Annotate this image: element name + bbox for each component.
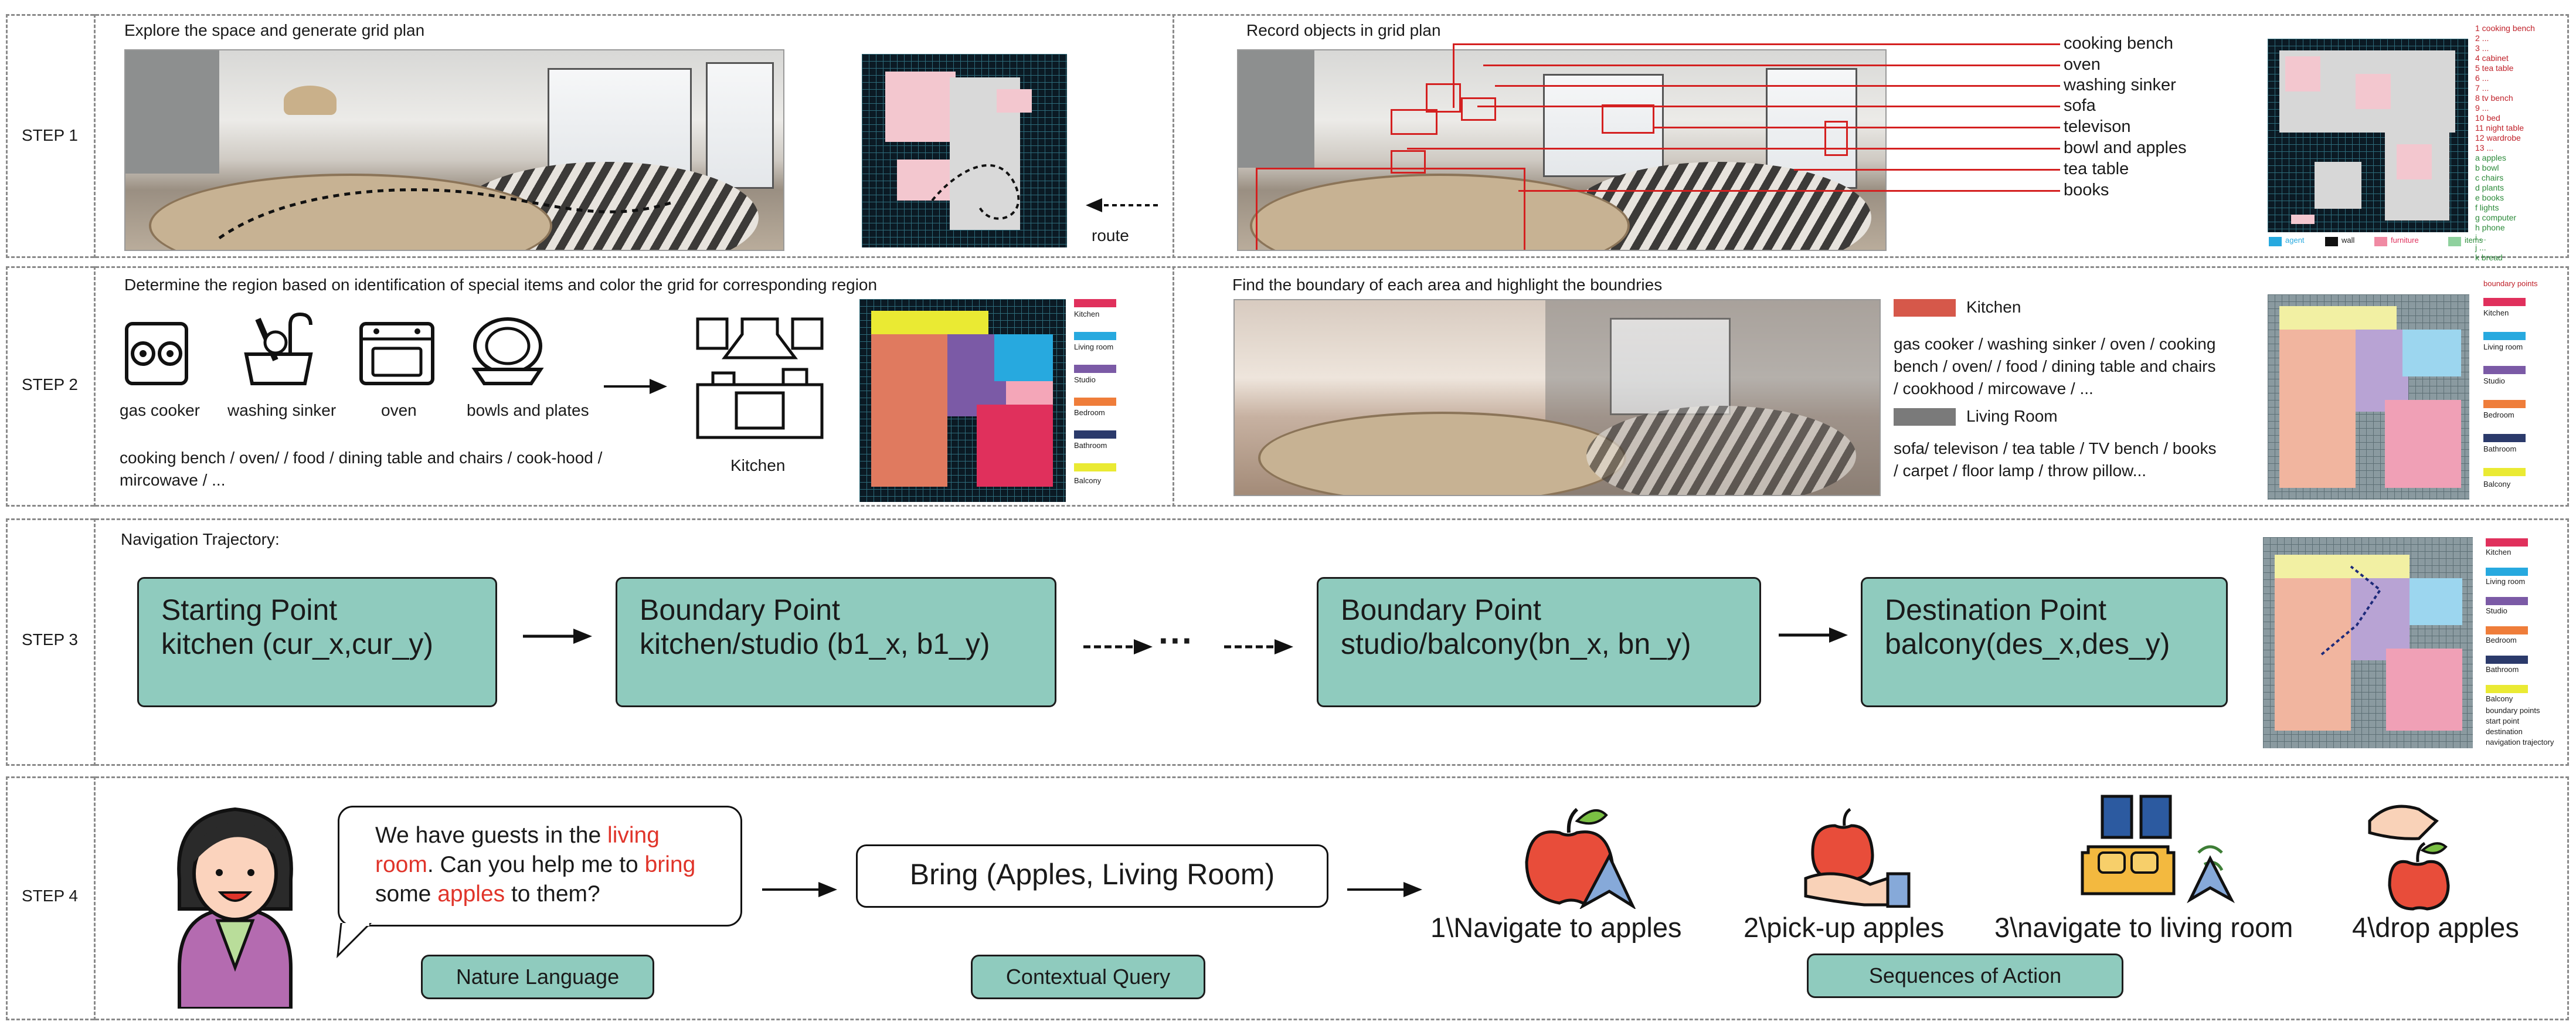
step4-arrow-2 — [1347, 882, 1422, 897]
oven-icon — [359, 322, 434, 385]
contextual-query-label: Contextual Query — [971, 955, 1205, 999]
sequences-of-action-label: Sequences of Action — [1807, 953, 2123, 998]
route-label: route — [1092, 226, 1129, 245]
step-col-divider-1 — [94, 14, 96, 258]
step1-mid-divider — [1173, 14, 1174, 258]
action-navigate-to-living-room: 3\navigate to living room — [1994, 912, 2293, 943]
step1-grid-plan — [862, 54, 1067, 247]
boundary-point-1-title: Boundary Point — [640, 593, 840, 626]
step-label-4: STEP 4 — [22, 887, 78, 905]
object-label-8: books — [2064, 181, 2109, 199]
boundary-point-node-1: Boundary Point kitchen/studio (b1_x, b1_… — [616, 577, 1056, 707]
action-drop-apples: 4\drop apples — [2352, 912, 2519, 943]
destination-point-node: Destination Point balcony(des_x,des_y) — [1861, 577, 2228, 707]
step2-mid-divider — [1173, 266, 1174, 507]
starting-point-node: Starting Point kitchen (cur_x,cur_y) — [137, 577, 497, 707]
washing-sinker-label: washing sinker — [227, 401, 337, 419]
step3-arrow-1 — [523, 629, 592, 644]
step1-row — [6, 14, 2569, 258]
kitchen-title: Kitchen — [1966, 298, 2021, 316]
action-navigate-to-apples: 1\Navigate to apples — [1430, 912, 1682, 943]
oven-label: oven — [381, 401, 417, 419]
step-col-divider-4 — [94, 776, 96, 1020]
step2-region-grid — [859, 299, 1066, 502]
living-room-sofa-icon — [2081, 795, 2235, 904]
action-pick-up-apples: 2\pick-up apples — [1744, 912, 1945, 943]
drop-apple-icon — [2368, 805, 2450, 911]
kitchen-icon — [696, 317, 824, 439]
object-label-4: sofa — [2064, 96, 2096, 115]
destination-point-coords: balcony(des_x,des_y) — [1885, 627, 2170, 660]
boundary-point-n-title: Boundary Point — [1341, 593, 1541, 626]
step1-object-grid-plan — [2268, 39, 2468, 232]
step3-dashed-arrow-a — [1083, 639, 1153, 654]
user-avatar-icon — [177, 807, 293, 1009]
step4-arrow-1 — [762, 882, 837, 897]
step3-ellipsis: ··· — [1158, 621, 1194, 660]
boundary-point-1-coords: kitchen/studio (b1_x, b1_y) — [640, 627, 990, 660]
step-label-1: STEP 1 — [22, 126, 78, 144]
destination-point-title: Destination Point — [1885, 593, 2107, 626]
object-label-1: cooking bench — [2064, 34, 2174, 53]
object-label-7: tea table — [2064, 160, 2129, 178]
boundary-point-node-n: Boundary Point studio/balcony(bn_x, bn_y… — [1317, 577, 1761, 707]
bowls-and-plates-label: bowls and plates — [467, 401, 589, 419]
speech-bubble-tail — [337, 923, 372, 958]
contextual-query-box — [856, 844, 1328, 908]
object-label-2: oven — [2064, 55, 2101, 74]
object-label-3: washing sinker — [2064, 76, 2176, 94]
pick-up-apple-icon — [1804, 808, 1911, 908]
step1-annotated-panorama — [1237, 49, 1887, 251]
contextual-query-text: Bring (Apples, Living Room) — [909, 858, 1275, 891]
apple-navigate-icon — [1525, 807, 1636, 909]
step2-boundary-grid — [2268, 294, 2469, 500]
nature-language-request: We have guests in the living room. Can y… — [375, 823, 696, 907]
object-label-6: bowl and apples — [2064, 138, 2187, 157]
step2-boundary-panorama — [1233, 299, 1881, 496]
step2-kitchen-items: cooking bench / oven/ / food / dining ta… — [120, 449, 603, 489]
step4-row — [6, 776, 2569, 1020]
boundary-point-n-coords: studio/balcony(bn_x, bn_y) — [1341, 627, 1691, 660]
step3-dashed-arrow-b — [1224, 639, 1293, 654]
kitchen-items: gas cooker / washing sinker / oven / coo… — [1894, 335, 2216, 398]
nature-language-label: Nature Language — [421, 955, 654, 999]
step-col-divider-2 — [94, 266, 96, 507]
step1-left-caption: Explore the space and generate grid plan — [124, 21, 425, 39]
washing-sinker-icon — [244, 312, 313, 385]
living-room-items: sofa/ televison / tea table / TV bench /… — [1894, 439, 2217, 480]
step-label-2: STEP 2 — [22, 375, 78, 393]
step2-right-caption: Find the boundary of each area and highl… — [1232, 276, 1663, 294]
step-label-3: STEP 3 — [22, 630, 78, 649]
starting-point-title: Starting Point — [161, 593, 338, 626]
step1-panorama-image — [124, 49, 784, 251]
starting-point-coords: kitchen (cur_x,cur_y) — [161, 627, 434, 660]
step2-arrow — [604, 379, 667, 394]
bowls-and-plates-icon — [471, 317, 544, 385]
step2-row — [6, 266, 2569, 507]
step2-left-caption: Determine the region based on identifica… — [124, 276, 878, 294]
gas-cooker-label: gas cooker — [120, 401, 200, 419]
step1-right-caption: Record objects in grid plan — [1246, 21, 1441, 39]
living-room-title: Living Room — [1966, 407, 2058, 425]
kitchen-swatch — [1894, 299, 1956, 317]
step-col-divider-3 — [94, 518, 96, 766]
route-arrow — [1086, 198, 1158, 212]
step3-caption: Navigation Trajectory: — [121, 530, 280, 548]
step3-arrow-4 — [1779, 627, 1848, 643]
step3-trajectory-grid — [2263, 537, 2473, 748]
living-room-swatch — [1894, 408, 1956, 426]
kitchen-label: Kitchen — [730, 456, 786, 474]
gas-cooker-icon — [125, 322, 188, 385]
object-label-5: televison — [2064, 117, 2131, 136]
speech-bubble — [338, 806, 742, 927]
step3-row — [6, 518, 2569, 766]
